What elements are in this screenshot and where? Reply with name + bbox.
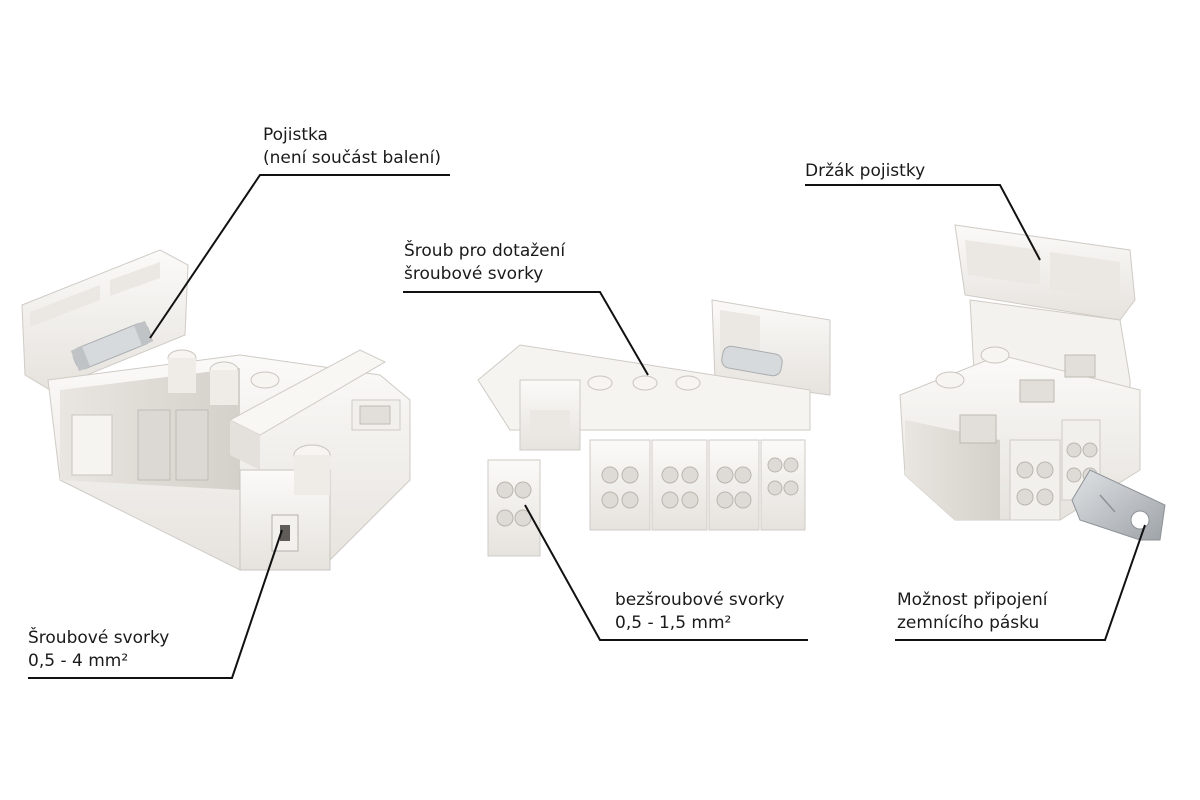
label-ground-strip: Možnost připojení zemnícího pásku: [897, 589, 1047, 635]
leader-ground: [895, 524, 1146, 641]
screw-terminal-block-left: [21, 249, 411, 571]
label-screw-terminals-line2: 0,5 - 4 mm²: [28, 651, 129, 671]
leader-fuse: [149, 174, 450, 339]
label-screwless-line1: bezšroubové svorky: [615, 590, 785, 610]
leader-screwless: [524, 504, 808, 641]
label-screw-line2: šroubové svorky: [404, 264, 544, 284]
label-fuse-line1: Pojistka: [263, 125, 328, 145]
glass-fuse: [70, 320, 154, 372]
label-fuse-line2: (není součást balení): [263, 148, 442, 168]
label-ground-line1: Možnost připojení: [897, 590, 1048, 610]
label-screwless-line2: 0,5 - 1,5 mm²: [615, 613, 732, 633]
label-fuse-holder-line1: Držák pojistky: [805, 161, 926, 181]
leader-screw: [403, 291, 649, 376]
screwless-terminal-block-center: [477, 299, 831, 557]
leader-fuse-holder: [805, 184, 1041, 261]
label-screw-terminals-line1: Šroubové svorky: [28, 628, 170, 648]
label-fuse: Pojistka (není součást balení): [263, 124, 441, 170]
label-screw-line1: Šroub pro dotažení: [404, 241, 566, 261]
ground-strip: [1071, 469, 1166, 541]
label-ground-line2: zemnícího pásku: [897, 613, 1040, 633]
label-screwless-terminals: bezšroubové svorky 0,5 - 1,5 mm²: [615, 589, 785, 635]
leader-screw-terminals: [28, 529, 283, 679]
glass-fuse-center: [721, 345, 783, 377]
label-screw-terminals: Šroubové svorky 0,5 - 4 mm²: [28, 627, 169, 673]
label-fuse-holder: Držák pojistky: [805, 160, 925, 183]
label-screw-for-terminal: Šroub pro dotažení šroubové svorky: [404, 240, 565, 286]
terminal-block-right: [899, 224, 1166, 541]
